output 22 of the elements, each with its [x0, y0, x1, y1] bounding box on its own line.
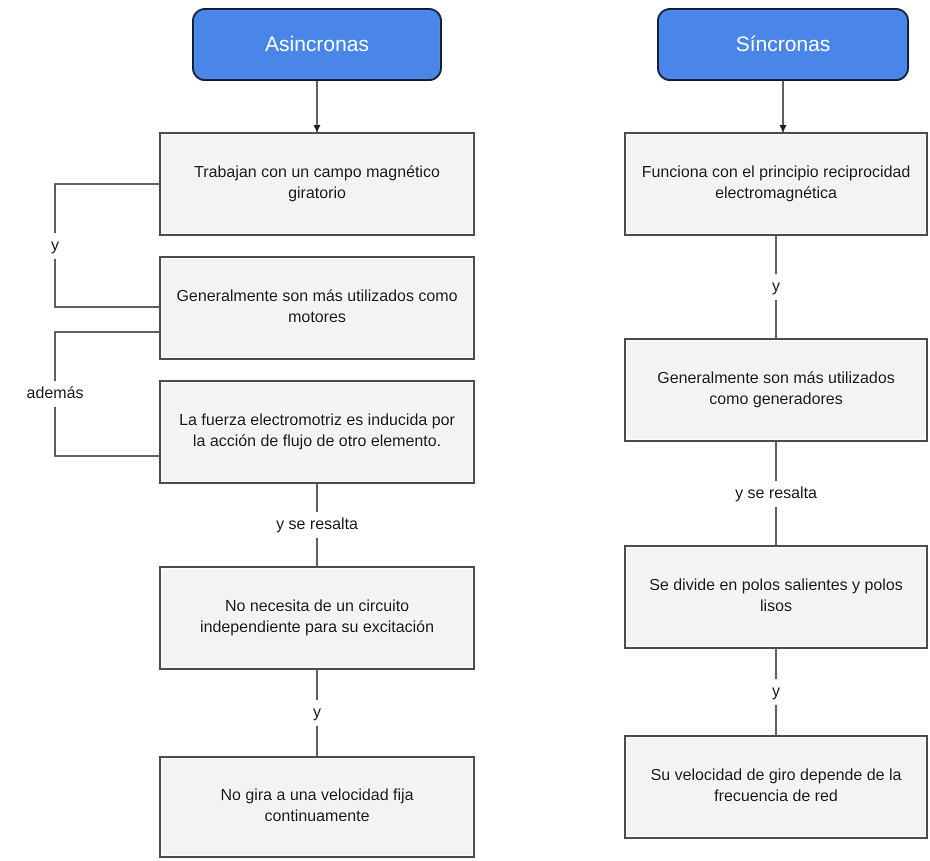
- edge-label: y se resalta: [733, 480, 819, 506]
- process-box: Trabajan con un campo magnético giratorio: [159, 132, 475, 236]
- arrow: [314, 81, 320, 132]
- process-box: Funciona con el principio reciprocidad electromagnética: [624, 132, 928, 236]
- edge-label: y: [49, 232, 61, 258]
- connector-line: [54, 331, 159, 457]
- edge-label: y: [770, 274, 782, 300]
- process-box: La fuerza electromotriz es inducida por la acción de flujo de otro elemento.: [159, 380, 475, 484]
- process-box: Generalmente son más utilizados como motores: [159, 256, 475, 360]
- category-header: Asincronas: [192, 8, 442, 81]
- process-box: No gira a una velocidad fija continuamente: [159, 756, 475, 858]
- process-box: No necesita de un circuito independiente para su excitación: [159, 566, 475, 670]
- process-box: Se divide en polos salientes y polos lisos: [624, 545, 928, 649]
- edge-label: y se resalta: [274, 512, 360, 538]
- edge-label: y: [311, 700, 323, 726]
- edge-label: y: [770, 679, 782, 705]
- edge-label: además: [24, 381, 86, 407]
- process-box: Generalmente son más utilizados como generadores: [624, 338, 928, 442]
- arrow: [780, 81, 786, 132]
- connector-line: [54, 183, 159, 308]
- category-header: Síncronas: [657, 8, 909, 81]
- process-box: Su velocidad de giro depende de la frecuencia de red: [624, 735, 928, 839]
